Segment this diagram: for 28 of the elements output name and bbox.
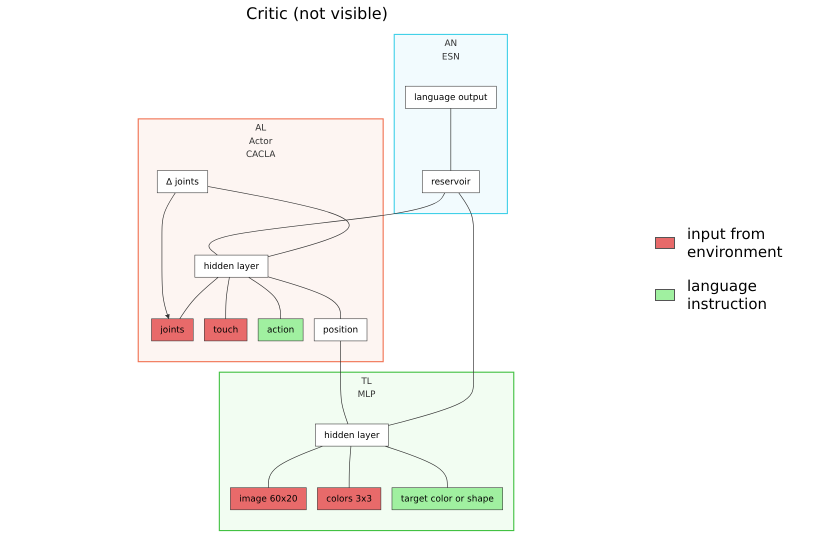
node-box: position: [314, 318, 368, 342]
node-box: image 60x20: [230, 487, 307, 510]
node-box: reservoir: [422, 170, 480, 194]
connector: [268, 446, 324, 488]
legend-label: input from environment: [687, 225, 784, 261]
node-box: action: [258, 318, 304, 342]
legend-label: language instruction: [687, 277, 768, 313]
connector: [268, 276, 341, 320]
connector: [208, 192, 446, 256]
node-box: ∆ joints: [156, 170, 208, 194]
connector: [225, 276, 230, 320]
node-box: joints: [151, 318, 194, 342]
connector: [384, 446, 448, 488]
note-text: Critic (not visible): [246, 4, 388, 23]
arrow: [162, 192, 176, 319]
node-box: hidden layer: [315, 424, 389, 446]
connector: [388, 192, 474, 426]
node-box: colors 3x3: [317, 487, 382, 510]
node-box: hidden layer: [194, 254, 268, 278]
node-box: target color or shape: [392, 487, 503, 510]
connector: [450, 108, 452, 171]
node-box: touch: [204, 318, 248, 342]
connector: [348, 446, 352, 488]
connector: [179, 276, 219, 320]
node-box: language output: [405, 86, 497, 109]
connector: [248, 276, 281, 320]
connector: [340, 340, 348, 424]
connector: [207, 186, 350, 257]
